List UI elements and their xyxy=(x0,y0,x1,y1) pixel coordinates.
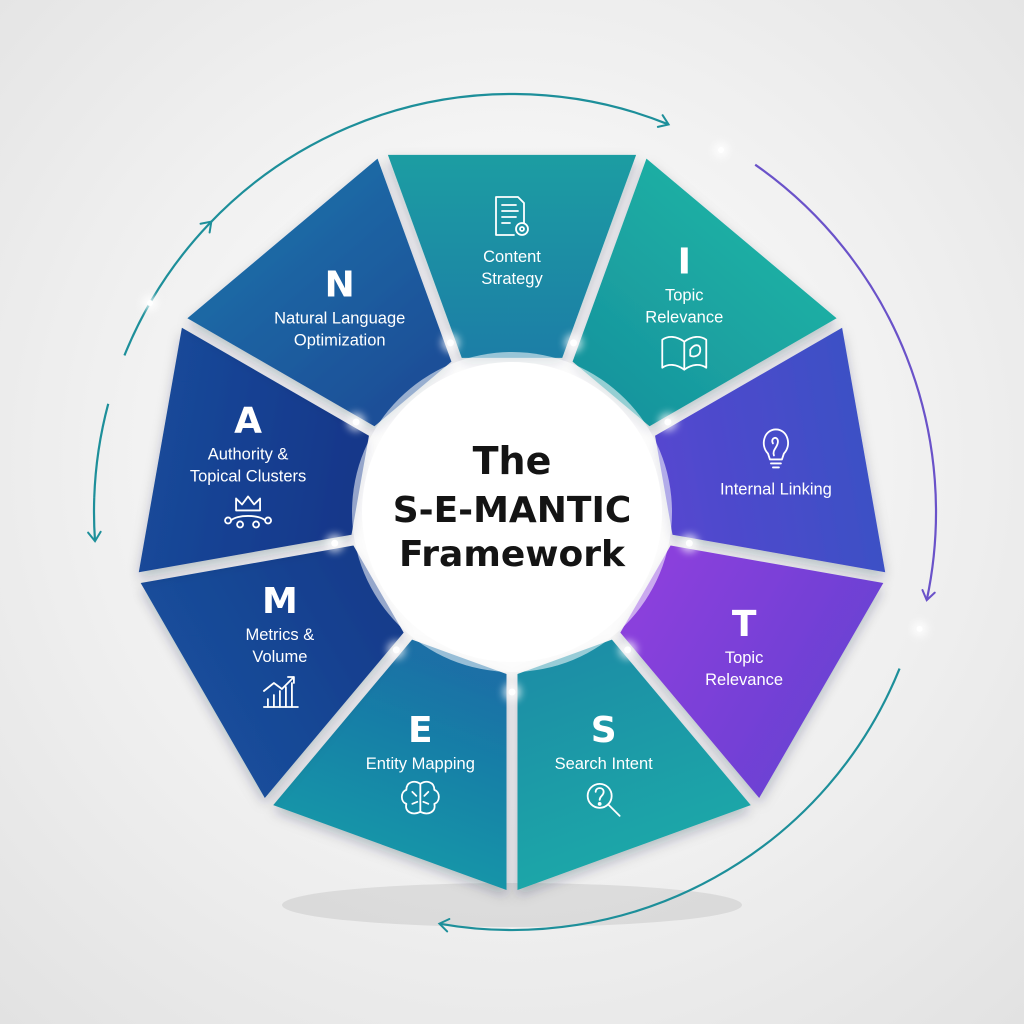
segment-label-metrics-volume-1: Volume xyxy=(252,648,307,666)
document-gear-icon xyxy=(495,196,529,236)
glow-dot xyxy=(618,640,637,659)
arrow-left xyxy=(93,403,110,498)
bar-chart-icon xyxy=(263,676,299,708)
lightbulb-icon xyxy=(762,428,789,469)
segment-label-topic-relevance-t-0: Topic xyxy=(725,649,764,667)
arrow-head xyxy=(199,220,213,234)
glow-dot xyxy=(658,413,677,431)
segment-label-entity-mapping-0: Entity Mapping xyxy=(366,755,475,773)
segment-metrics-volume: M Metrics & Volume xyxy=(140,545,404,799)
arrow-head xyxy=(656,114,671,128)
segment-label-authority-clusters-1: Topical Clusters xyxy=(190,467,306,485)
magnifier-question-icon xyxy=(586,782,621,817)
glow-dots xyxy=(142,142,928,701)
segment-letter-metrics-volume: M xyxy=(262,581,298,622)
segment-search-intent: S Search Intent xyxy=(517,639,751,890)
segment-label-content-strategy-1: Strategy xyxy=(481,270,543,288)
arrow-head xyxy=(921,589,936,602)
segment-authority-clusters: A Authority & Topical Clusters xyxy=(138,327,369,573)
segment-shape-topic-relevance-t xyxy=(620,545,884,799)
center-hub: The S-E-MANTIC Framework xyxy=(352,352,672,672)
arrow-bottom xyxy=(439,668,901,932)
brain-icon xyxy=(400,780,440,815)
segment-letter-topic-relevance-t: T xyxy=(732,604,757,645)
segment-letter-nlo: N xyxy=(325,265,355,306)
glow-dot xyxy=(347,413,366,431)
arrow-top xyxy=(123,92,669,356)
segment-internal-linking: Internal Linking xyxy=(655,327,886,573)
segment-label-nlo-0: Natural Language xyxy=(274,310,405,328)
glow-dot xyxy=(564,333,583,352)
segment-label-topic-relevance-i-1: Relevance xyxy=(645,309,723,327)
segment-label-internal-linking-0: Internal Linking xyxy=(720,480,832,498)
glow-dot xyxy=(387,640,406,659)
segment-letter-search-intent: S xyxy=(591,710,617,751)
floor-shadow xyxy=(282,883,742,927)
arrow-head xyxy=(87,530,102,543)
arrow-glow-dot xyxy=(142,295,159,311)
arrow-left-lower xyxy=(92,497,97,542)
center-title-line-3: Framework xyxy=(399,534,626,575)
arrow-glow-dot xyxy=(713,142,729,159)
glow-dot xyxy=(680,534,699,553)
segment-label-authority-clusters-0: Authority & xyxy=(208,445,289,463)
segment-label-topic-relevance-i-0: Topic xyxy=(665,287,704,305)
segment-shape-entity-mapping xyxy=(273,639,507,890)
cycle-arrows xyxy=(87,92,938,933)
segment-label-metrics-volume-0: Metrics & xyxy=(246,626,315,644)
arrow-head xyxy=(437,918,451,933)
segment-shape-content-strategy xyxy=(387,154,637,358)
glow-dot xyxy=(325,534,344,553)
segment-label-topic-relevance-t-1: Relevance xyxy=(705,671,783,689)
segment-shape-authority-clusters xyxy=(138,327,369,573)
segment-shape-nlo xyxy=(187,158,452,427)
center-circle xyxy=(362,362,662,662)
segment-label-nlo-1: Optimization xyxy=(294,332,386,350)
segment-shape-metrics-volume xyxy=(140,545,404,799)
segment-shape-topic-relevance-i xyxy=(572,158,837,427)
glow-dot xyxy=(441,333,460,352)
segment-label-search-intent-0: Search Intent xyxy=(555,755,654,773)
crown-network-icon xyxy=(224,495,272,529)
segment-entity-mapping: E Entity Mapping xyxy=(273,639,507,890)
arrow-glow-dot xyxy=(911,620,928,637)
segment-letter-authority-clusters: A xyxy=(234,400,262,441)
open-book-icon xyxy=(661,336,708,371)
glow-dot xyxy=(503,683,521,701)
segment-shape-search-intent xyxy=(517,639,751,890)
arrow-right xyxy=(754,163,938,601)
center-title-line-1: The xyxy=(473,439,552,483)
segment-shape-internal-linking xyxy=(655,327,886,573)
center-title-line-2: S-E-MANTIC xyxy=(393,490,632,531)
segment-letter-entity-mapping: E xyxy=(408,710,433,751)
segment-label-content-strategy-0: Content xyxy=(483,248,541,266)
segment-letter-topic-relevance-i: I xyxy=(678,242,691,283)
